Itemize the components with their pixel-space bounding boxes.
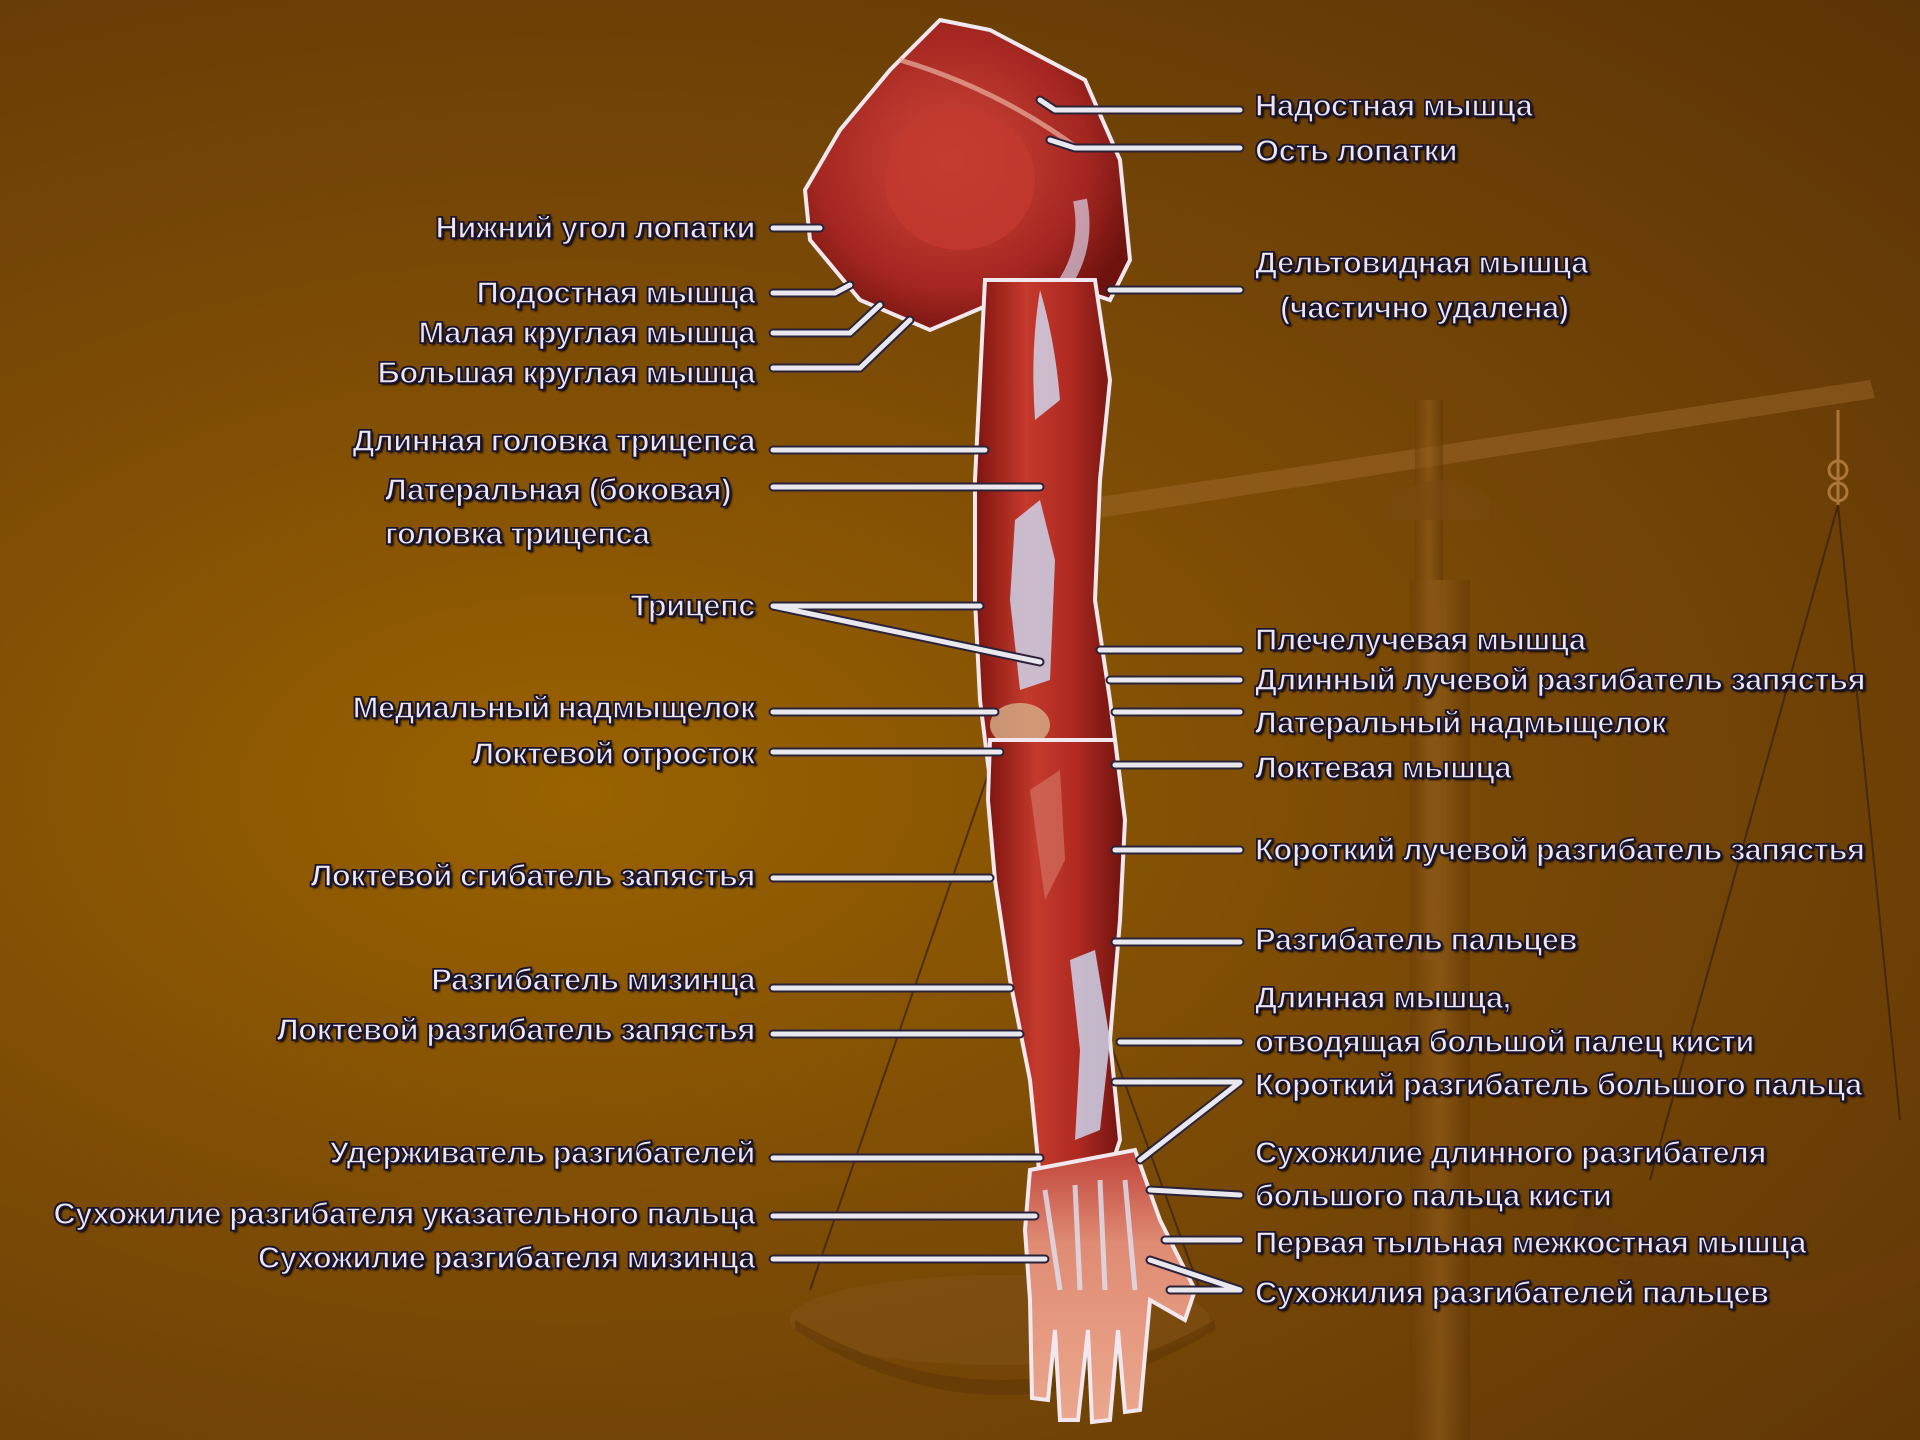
label-extensor-digitorum: Разгибатель пальцев	[1255, 922, 1577, 958]
label-deltoid-line2: (частично удалена)	[1280, 290, 1569, 326]
label-extensor-carpi-ulnaris: Локтевой разгибатель запястья	[277, 1012, 755, 1048]
label-first-dorsal-interosseous: Первая тыльная межкостная мышца	[1255, 1225, 1806, 1261]
label-extensor-digiti-minimi-tendon: Сухожилие разгибателя мизинца	[258, 1240, 755, 1276]
label-extensor-retinaculum: Удерживатель разгибателей	[330, 1135, 755, 1171]
label-medial-epicondyle: Медиальный надмыщелок	[353, 690, 755, 726]
leader-ext-pollicis-brevis	[1115, 1082, 1240, 1160]
label-extensor-pollicis-brevis: Короткий разгибатель большого пальца	[1255, 1067, 1862, 1103]
label-triceps: Трицепс	[630, 588, 755, 624]
label-triceps-long-head: Длинная головка трицепса	[352, 423, 755, 459]
leader-supraspinatus	[1040, 100, 1240, 110]
label-teres-minor: Малая круглая мышца	[418, 315, 755, 351]
label-lateral-epicondyle: Латеральный надмыщелок	[1255, 705, 1666, 741]
label-deltoid-line1: Дельтовидная мышца	[1255, 245, 1588, 281]
label-abductor-pollicis-longus-line2: отводящая большой палец кисти	[1255, 1024, 1754, 1060]
label-extensor-digitorum-tendons: Сухожилия разгибателей пальцев	[1255, 1275, 1769, 1311]
label-triceps-lateral-head-line1: Латеральная (боковая)	[385, 472, 731, 508]
label-extensor-carpi-radialis-brevis: Короткий лучевой разгибатель запястья	[1255, 832, 1865, 868]
label-triceps-lateral-head-line2: головка трицепса	[385, 516, 649, 552]
label-extensor-carpi-radialis-longus: Длинный лучевой разгибатель запястья	[1255, 662, 1865, 698]
label-extensor-indicis-tendon: Сухожилие разгибателя указательного паль…	[53, 1196, 755, 1232]
label-anconeus: Локтевая мышца	[1255, 750, 1511, 786]
label-infraspinatus: Подостная мышца	[476, 275, 755, 311]
leader-triceps	[773, 606, 1040, 662]
label-extensor-pollicis-longus-tendon-line2: большого пальца кисти	[1255, 1178, 1611, 1214]
label-inferior-angle-scapula: Нижний угол лопатки	[435, 210, 755, 246]
label-supraspinatus: Надостная мышца	[1255, 88, 1532, 124]
label-abductor-pollicis-longus-line1: Длинная мышца,	[1255, 980, 1511, 1016]
label-flexor-carpi-ulnaris: Локтевой сгибатель запястья	[311, 858, 755, 894]
leader-teres-major-shadow	[773, 320, 910, 368]
label-extensor-digiti-minimi: Разгибатель мизинца	[431, 962, 755, 998]
label-brachioradialis: Плечелучевая мышца	[1255, 622, 1586, 658]
label-extensor-pollicis-longus-tendon-line1: Сухожилие длинного разгибателя	[1255, 1135, 1766, 1171]
label-teres-major: Большая круглая мышца	[378, 355, 755, 391]
label-spine-of-scapula: Ость лопатки	[1255, 133, 1457, 169]
label-olecranon: Локтевой отросток	[472, 736, 755, 772]
